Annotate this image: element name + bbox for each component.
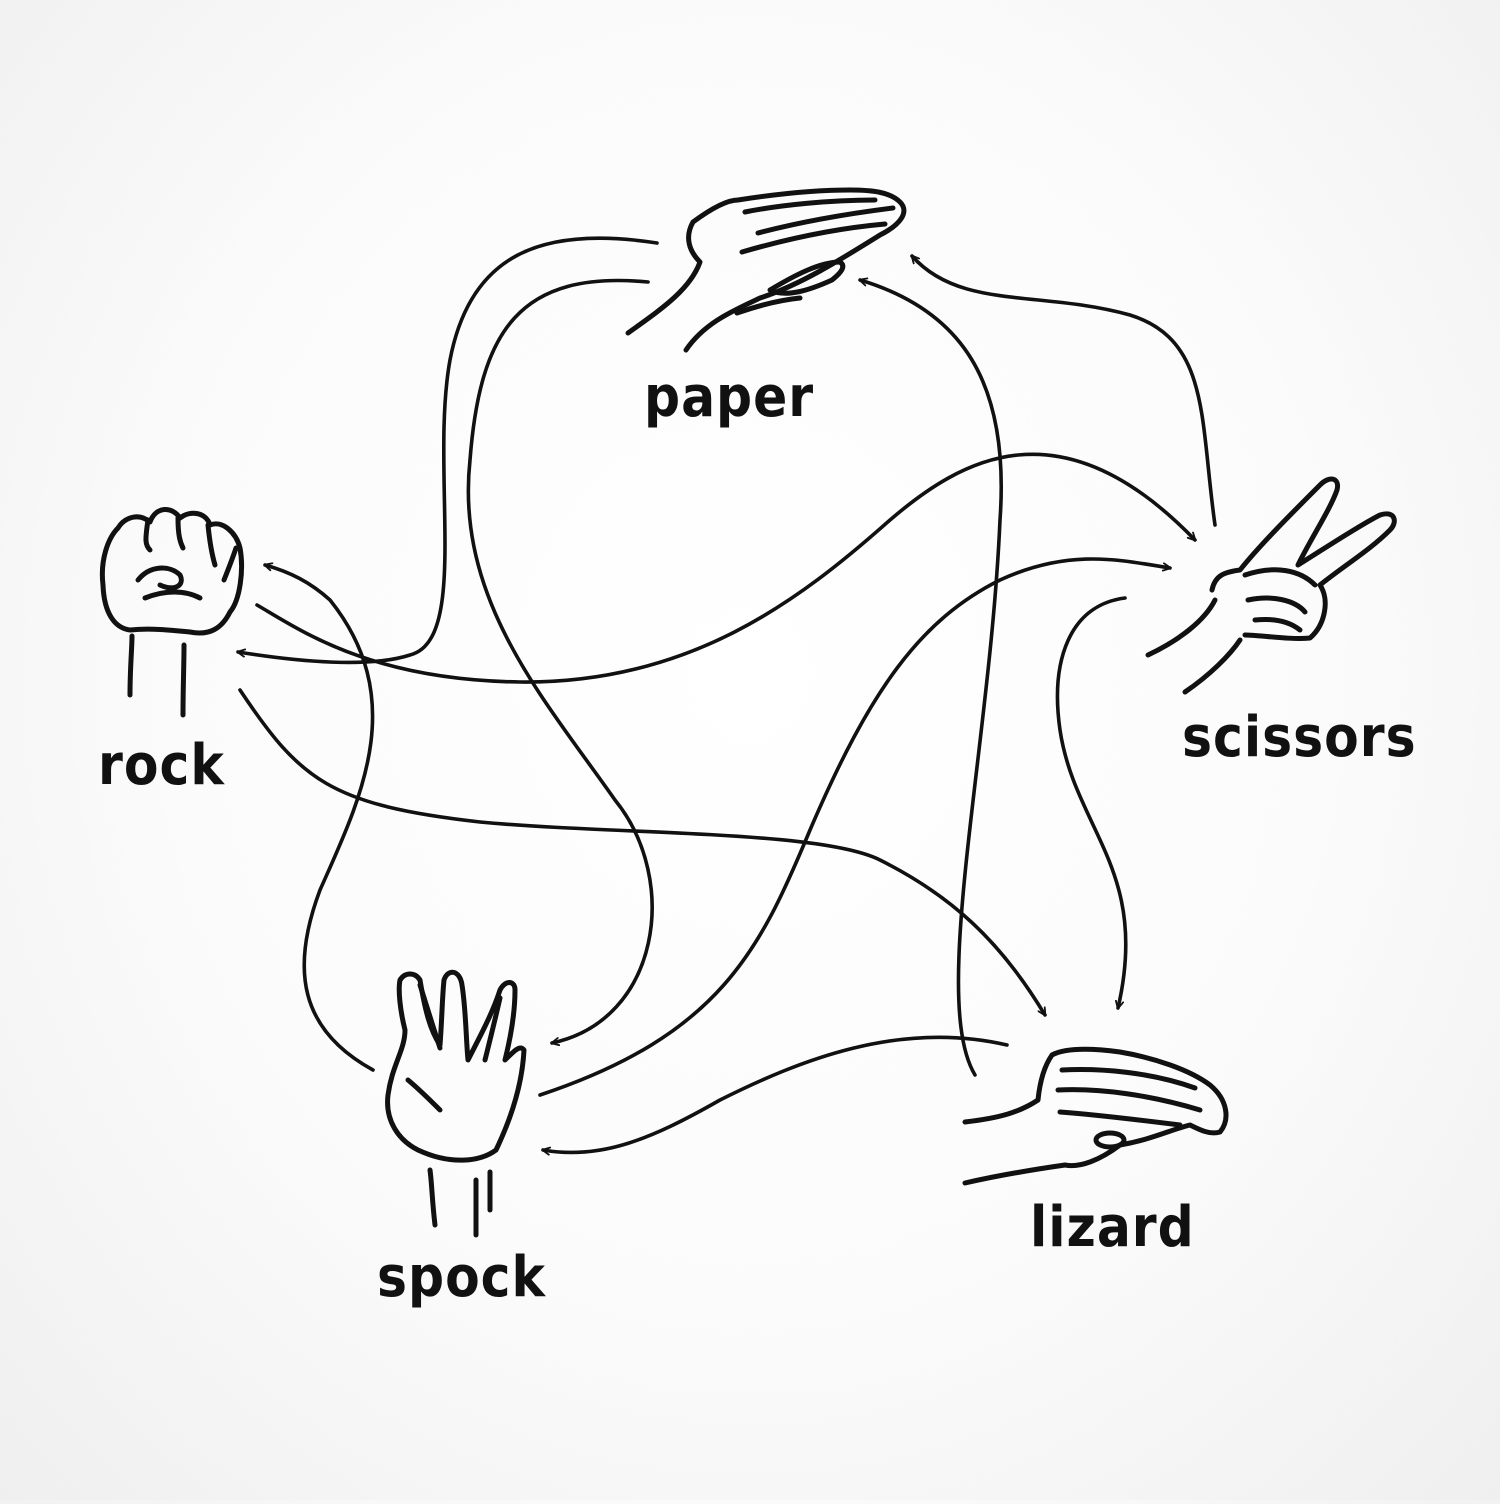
paper-label: paper	[644, 365, 815, 430]
spock-label: spock	[377, 1245, 547, 1310]
arrow-paper-to-spock	[466, 278, 654, 1043]
v-sign-hand-icon	[1145, 476, 1397, 695]
arrow-scissors-to-lizard	[1055, 596, 1128, 1010]
flat-hand-icon	[625, 187, 907, 353]
arrow-spock-to-rock	[263, 565, 375, 1072]
arrow-lizard-to-spock	[541, 1035, 1009, 1152]
arrow-lizard-to-paper	[858, 280, 1003, 1077]
lizard-label: lizard	[1030, 1195, 1195, 1260]
arrow-paper-to-rock	[236, 236, 659, 665]
fist-icon	[99, 507, 245, 718]
scissors-label: scissors	[1182, 705, 1417, 770]
arrow-scissors-to-paper	[910, 254, 1217, 527]
arrow-rock-to-lizard	[238, 688, 1047, 1017]
lizard-hand-icon	[962, 1046, 1229, 1186]
rock-label: rock	[98, 733, 225, 798]
vulcan-salute-hand-icon	[385, 969, 527, 1238]
arrow-spock-to-scissors	[538, 557, 1172, 1097]
arrow-rock-to-scissors	[255, 452, 1197, 684]
arrow-layer	[236, 236, 1217, 1152]
